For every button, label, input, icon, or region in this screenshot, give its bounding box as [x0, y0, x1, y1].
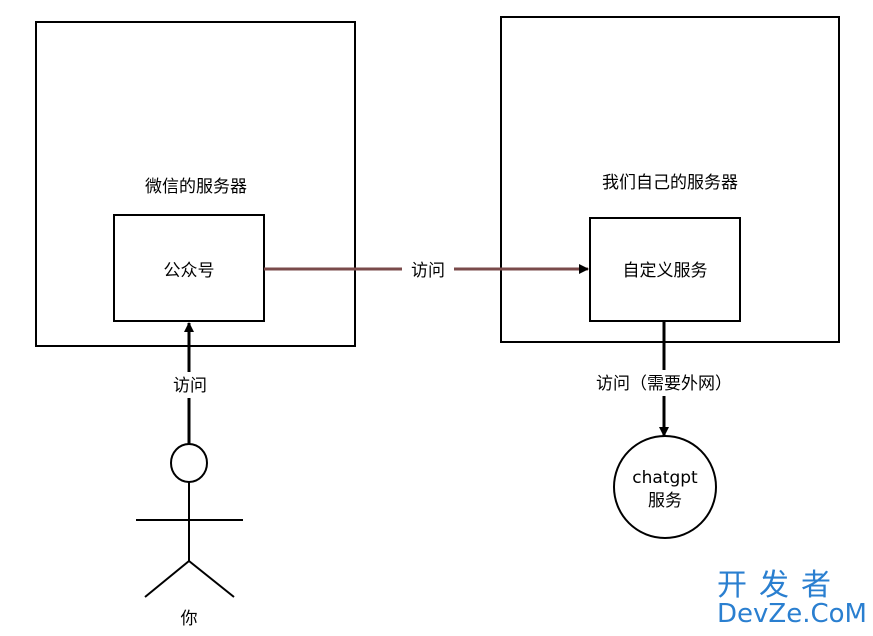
user-stick-figure-icon [136, 443, 243, 598]
stick-figure-head [170, 443, 208, 483]
account-to-service-label: 访问 [411, 261, 445, 281]
user-label: 你 [181, 609, 198, 629]
wechat-server-box [35, 21, 356, 347]
user-to-account-label-bg [165, 372, 215, 398]
official-account-label: 公众号 [164, 261, 215, 281]
chatgpt-label-line2: 服务 [648, 491, 682, 511]
service-to-chatgpt-label-bg [583, 370, 745, 396]
stick-figure-right-leg [188, 560, 235, 598]
stick-figure-left-leg [144, 560, 190, 598]
our-server-box [500, 16, 840, 343]
our-server-label: 我们自己的服务器 [602, 173, 738, 193]
watermark-en: DevZe.CoM [717, 599, 867, 629]
chatgpt-service-circle [613, 435, 717, 539]
account-to-service-label-bg [402, 256, 454, 282]
watermark-cn: 开发者 [717, 568, 843, 603]
wechat-server-label: 微信的服务器 [145, 177, 247, 197]
chatgpt-label-line1: chatgpt [632, 468, 698, 488]
service-to-chatgpt-label: 访问（需要外网） [596, 374, 732, 394]
custom-service-label: 自定义服务 [623, 261, 708, 281]
user-to-account-label: 访问 [173, 376, 207, 396]
